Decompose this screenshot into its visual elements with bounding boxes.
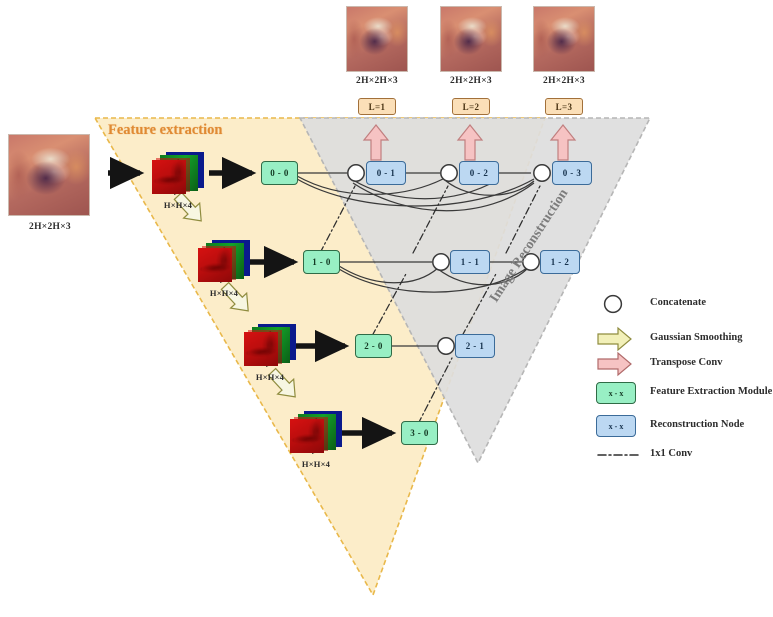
legend-label-concatenate: Concatenate xyxy=(650,297,706,308)
input-image-label: 2H×2H×3 xyxy=(29,222,71,232)
node-0-1[interactable]: 0 - 1 xyxy=(366,161,406,185)
feature-map-stack-4 xyxy=(288,411,344,459)
legend-label-reconstruction-node: Reconstruction Node xyxy=(650,419,745,430)
node-0-0[interactable]: 0 - 0 xyxy=(261,161,298,185)
output-image-3 xyxy=(533,6,595,72)
conv-arrows xyxy=(108,156,397,450)
dense-skip-connections xyxy=(296,172,535,347)
legend-label-feature-extraction-module: Feature Extraction Module xyxy=(650,386,773,397)
level-box-1: L=1 xyxy=(358,98,396,115)
legend-transpose-conv-icon xyxy=(597,351,632,377)
zone-title-feature-extraction: Feature extraction xyxy=(108,122,223,138)
concat-circle xyxy=(347,164,365,182)
input-image xyxy=(8,134,90,216)
level-box-2: L=2 xyxy=(452,98,490,115)
legend-gaussian-smoothing-icon xyxy=(597,326,632,352)
concatenate-circles xyxy=(347,164,551,355)
node-0-3[interactable]: 0 - 3 xyxy=(552,161,592,185)
1x1-conv-links xyxy=(319,185,541,425)
feature-map-label-2: H×H×4 xyxy=(209,288,239,298)
concat-circle xyxy=(522,253,540,271)
feature-map-label-4: H×H×4 xyxy=(301,459,331,469)
concat-circle xyxy=(432,253,450,271)
legend-reconstruction-node-icon: x - x xyxy=(596,415,636,437)
node-1-0[interactable]: 1 - 0 xyxy=(303,250,340,274)
node-2-1[interactable]: 2 - 1 xyxy=(455,334,495,358)
node-1-2[interactable]: 1 - 2 xyxy=(540,250,580,274)
feature-map-stack-1 xyxy=(150,152,206,200)
output-image-2 xyxy=(440,6,502,72)
output-image-1 xyxy=(346,6,408,72)
legend-label-1x1-conv: 1x1 Conv xyxy=(650,448,693,459)
transpose-conv-arrows xyxy=(362,124,577,161)
legend-concatenate-icon xyxy=(603,294,623,314)
node-3-0[interactable]: 3 - 0 xyxy=(401,421,438,445)
legend-label-gaussian-smoothing: Gaussian Smoothing xyxy=(650,332,743,343)
output-image-label-3: 2H×2H×3 xyxy=(543,76,585,86)
concat-circle xyxy=(437,337,455,355)
output-image-label-1: 2H×2H×3 xyxy=(356,76,398,86)
feature-map-stack-2 xyxy=(196,240,252,288)
concat-circle xyxy=(533,164,551,182)
concat-circle xyxy=(440,164,458,182)
output-image-label-2: 2H×2H×3 xyxy=(450,76,492,86)
node-0-2[interactable]: 0 - 2 xyxy=(459,161,499,185)
feature-map-label-3: H×H×4 xyxy=(255,372,285,382)
legend-label-transpose-conv: Transpose Conv xyxy=(650,357,723,368)
legend-feature-extraction-module-icon: x - x xyxy=(596,382,636,404)
level-box-3: L=3 xyxy=(545,98,583,115)
node-1-1[interactable]: 1 - 1 xyxy=(450,250,490,274)
node-2-0[interactable]: 2 - 0 xyxy=(355,334,392,358)
feature-map-label-1: H×H×4 xyxy=(163,200,193,210)
legend-glyphs xyxy=(597,294,642,456)
feature-map-stack-3 xyxy=(242,324,298,372)
gaussian-smoothing-arrows xyxy=(173,191,296,398)
